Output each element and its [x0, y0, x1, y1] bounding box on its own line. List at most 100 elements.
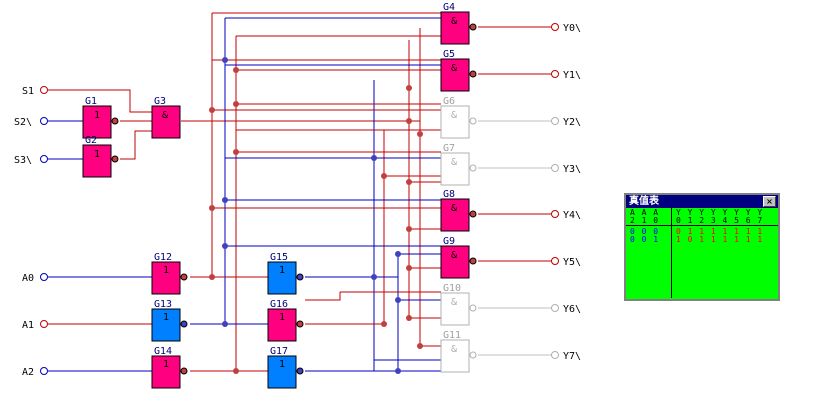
gate-g10-symbol: & [451, 297, 457, 308]
gate-g12-name: G12 [154, 252, 172, 263]
label-y1: Y1\ [563, 70, 581, 81]
truth-table-body: A A A 2 1 0 Y Y Y Y Y Y Y Y 0 1 2 3 4 5 … [626, 208, 778, 298]
terminal-y7[interactable] [551, 351, 559, 359]
gate-g3[interactable]: G3 & [151, 96, 181, 139]
gate-g5-symbol: & [451, 63, 457, 74]
gate-g8-symbol: & [451, 203, 457, 214]
truth-table-titlebar[interactable]: 真值表 × [626, 195, 778, 208]
gate-g7-name: G7 [443, 143, 455, 154]
terminal-a2[interactable] [40, 367, 48, 375]
gate-g16-name: G16 [270, 299, 288, 310]
gate-g15-name: G15 [270, 252, 288, 263]
label-a0: A0 [22, 273, 34, 284]
gate-g5[interactable]: G5 & [440, 49, 477, 92]
junction-dot [395, 368, 401, 374]
inverter-bubble [296, 273, 304, 281]
gate-g16[interactable]: G16 1 [267, 299, 304, 342]
gate-g15[interactable]: G15 1 [267, 252, 304, 295]
junction-dot [222, 197, 228, 203]
inverter-bubble [469, 70, 477, 78]
gate-g4-symbol: & [451, 16, 457, 27]
inverter-bubble [180, 273, 188, 281]
terminal-y6[interactable] [551, 304, 559, 312]
terminal-y2[interactable] [551, 117, 559, 125]
gate-g15-symbol: 1 [279, 265, 285, 276]
gate-g1[interactable]: G1 1 [82, 96, 119, 139]
close-icon[interactable]: × [763, 196, 776, 207]
output-terminals: Y0\ Y1\ Y2\ Y3\ Y4\ Y5\ Y6\ Y7\ [551, 23, 581, 362]
label-y3: Y3\ [563, 164, 581, 175]
junction-dot [209, 205, 215, 211]
terminal-y3[interactable] [551, 164, 559, 172]
terminal-y4[interactable] [551, 210, 559, 218]
gate-g9[interactable]: G9 & [440, 236, 477, 279]
gate-g17-name: G17 [270, 346, 288, 357]
gate-g2[interactable]: G2 1 [82, 135, 119, 178]
label-y6: Y6\ [563, 304, 581, 315]
truth-table-window[interactable]: 真值表 × A A A 2 1 0 Y Y Y Y Y Y Y Y 0 1 2 … [624, 193, 780, 301]
gate-g4[interactable]: G4 & [440, 2, 477, 45]
junction-dot [381, 173, 387, 179]
gate-g12[interactable]: G12 1 [151, 252, 188, 295]
gate-g14[interactable]: G14 1 [151, 346, 188, 389]
inverter-bubble [469, 117, 477, 125]
gate-g16-symbol: 1 [279, 312, 285, 323]
junction-dot [381, 321, 387, 327]
gate-g12-symbol: 1 [163, 265, 169, 276]
gate-g17-symbol: 1 [279, 359, 285, 370]
gates: G1 1 G2 1 G3 & G4 & G5 & [82, 2, 477, 389]
inverter-bubble [469, 304, 477, 312]
gate-g10[interactable]: G10 & [440, 283, 477, 326]
gate-g3-symbol: & [162, 110, 168, 121]
terminal-y0[interactable] [551, 23, 559, 31]
junction-dot [395, 251, 401, 257]
table-column-divider [671, 208, 672, 298]
gate-g6[interactable]: G6 & [440, 96, 477, 139]
gate-g1-name: G1 [85, 96, 97, 107]
gate-g6-symbol: & [451, 110, 457, 121]
terminal-y5[interactable] [551, 257, 559, 265]
gate-g3-name: G3 [154, 96, 166, 107]
gate-g8[interactable]: G8 & [440, 189, 477, 232]
gate-g13[interactable]: G13 1 [151, 299, 188, 342]
row1-inputs: 0 0 0 [630, 227, 660, 236]
gate-g6-name: G6 [443, 96, 455, 107]
terminal-s2[interactable] [40, 117, 48, 125]
gate-g10-name: G10 [443, 283, 461, 294]
terminal-a0[interactable] [40, 273, 48, 281]
terminal-s1[interactable] [40, 86, 48, 94]
inverter-bubble [469, 351, 477, 359]
gate-g7[interactable]: G7 & [440, 143, 477, 186]
gate-g17[interactable]: G17 1 [267, 346, 304, 389]
junction-dot [371, 274, 377, 280]
terminal-a1[interactable] [40, 320, 48, 328]
junction-dot [233, 149, 239, 155]
gate-g8-name: G8 [443, 189, 455, 200]
junction-dot [233, 101, 239, 107]
junction-dot [233, 368, 239, 374]
junction-dot [222, 321, 228, 327]
junction-dot [406, 315, 412, 321]
header-y-bottom: 0 1 2 3 4 5 6 7 [676, 216, 764, 225]
gate-g14-symbol: 1 [163, 359, 169, 370]
terminal-s3[interactable] [40, 155, 48, 163]
junction-dot [406, 179, 412, 185]
gate-g11[interactable]: G11 & [440, 330, 477, 373]
wires [48, 12, 552, 372]
inverter-bubble [296, 320, 304, 328]
inverter-bubble [469, 210, 477, 218]
junction-dot [222, 243, 228, 249]
gate-g2-symbol: 1 [94, 149, 100, 160]
label-y0: Y0\ [563, 23, 581, 34]
inverter-bubble [180, 320, 188, 328]
gate-g4-name: G4 [443, 2, 455, 13]
junction-dot [417, 131, 423, 137]
terminal-y1[interactable] [551, 70, 559, 78]
gate-g1-symbol: 1 [94, 110, 100, 121]
gate-g11-symbol: & [451, 344, 457, 355]
junction-dot [222, 57, 228, 63]
inverter-bubble [111, 155, 119, 163]
gate-g2-name: G2 [85, 135, 97, 146]
label-s1: S1 [22, 86, 34, 97]
